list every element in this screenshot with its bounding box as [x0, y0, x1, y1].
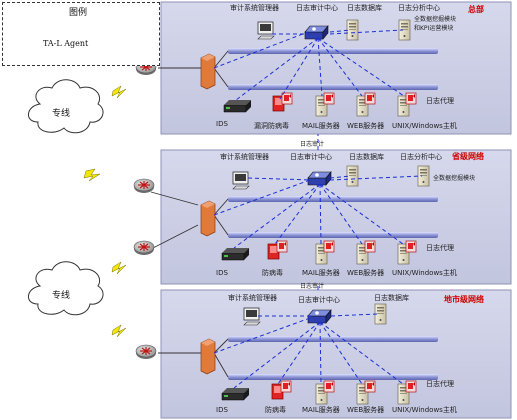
agent-icon: [323, 380, 335, 393]
cloud-label: 专线: [52, 291, 71, 301]
workstation-icon: [243, 307, 261, 326]
agent-icon: [405, 92, 417, 105]
node-label: 日志数据库: [349, 153, 384, 161]
site-label: 总部: [468, 5, 484, 14]
bus-lower: [228, 374, 438, 380]
agent-icon: [405, 240, 417, 253]
database-server-icon: [346, 165, 359, 187]
cloud-label: 专线: [52, 109, 71, 119]
agent-icon: [364, 240, 376, 253]
agent-icon: [280, 380, 292, 393]
ids-icon: [221, 247, 250, 261]
wan-lightning-icon: [111, 261, 127, 275]
legend-agent-label: TA-L Agent: [43, 39, 89, 48]
ids-icon: [221, 387, 250, 401]
node-label: 审计系统管理器: [228, 294, 277, 302]
node-label: UNIX/Windows主机: [392, 406, 457, 414]
cloud-icon: [28, 261, 104, 316]
node-label: 日志数据库: [347, 4, 382, 12]
agent-icon: [364, 380, 376, 393]
node-label: 日志分析中心: [400, 153, 442, 161]
legend-title: 图例: [69, 8, 88, 18]
audit-center-icon: [307, 309, 332, 324]
bus-upper: [228, 336, 438, 342]
firewall-icon: [200, 200, 216, 237]
module-label: 和KPI运营模块: [414, 25, 454, 32]
lightning-links: [83, 85, 127, 338]
node-label: 日志分析中心: [398, 4, 440, 12]
log-flow-links: [213, 29, 423, 389]
node-label: UNIX/Windows主机: [392, 122, 457, 130]
module-label: 全数据挖掘模块: [433, 175, 476, 182]
node-label: 日志数据库: [374, 294, 409, 302]
cloud-icon: [28, 79, 104, 134]
module-label: 全数据挖掘模块: [414, 16, 457, 23]
node-label: 日志审计中心: [298, 296, 340, 304]
wan-lightning-icon: [83, 168, 101, 182]
node-label: WEB服务器: [347, 122, 385, 130]
bus-lower: [228, 84, 438, 90]
panel-city: [160, 289, 512, 419]
agent-icon: [364, 92, 376, 105]
node-label: 漏洞防病毒: [254, 122, 289, 130]
link-label: 日志审计: [300, 283, 325, 290]
bus-upper: [228, 196, 438, 202]
workstation-icon: [257, 21, 275, 40]
agent-icon: [276, 240, 288, 253]
workstation-icon: [232, 171, 250, 190]
wan-lightning-icon: [111, 85, 127, 99]
agent-label: 日志代理: [426, 97, 454, 105]
firewall-icon: [200, 338, 216, 375]
bus-lower: [228, 232, 438, 238]
legend-box: 图例 TA-L Agent: [2, 2, 160, 66]
node-label: IDS: [216, 406, 228, 414]
site-label: 地市级网络: [444, 295, 484, 304]
node-label: WEB服务器: [347, 269, 385, 277]
agent-icon: [281, 92, 293, 105]
cloud-2: [28, 261, 104, 316]
ids-icon: [223, 99, 252, 113]
node-label: MAIL服务器: [302, 406, 340, 414]
firewall-icon: [200, 53, 216, 90]
node-label: 防病毒: [265, 406, 286, 414]
node-label: 日志审计中心: [290, 153, 332, 161]
cloud-1: [28, 79, 104, 134]
agent-icon: [323, 92, 335, 105]
node-label: 防病毒: [262, 269, 283, 277]
node-label: UNIX/Windows主机: [392, 269, 457, 277]
link-label: 日志审计: [300, 141, 325, 148]
router-icon: [135, 344, 157, 360]
node-label: MAIL服务器: [302, 269, 340, 277]
database-server-icon: [346, 19, 359, 41]
bus-upper: [228, 48, 438, 54]
node-label: MAIL服务器: [302, 122, 340, 130]
node-label: 日志审计中心: [296, 4, 338, 12]
node-label: 审计系统管理器: [220, 153, 269, 161]
audit-center-icon: [304, 25, 329, 40]
analysis-server-icon: [417, 165, 430, 187]
agent-label: 日志代理: [426, 244, 454, 252]
agent-label: 日志代理: [426, 380, 454, 388]
wan-links: [150, 50, 229, 378]
router-icon: [133, 240, 155, 256]
agent-icon: [405, 380, 417, 393]
node-label: IDS: [216, 120, 228, 128]
panel-province: [160, 149, 512, 285]
node-label: WEB服务器: [347, 406, 385, 414]
node-label: 审计系统管理器: [230, 4, 279, 12]
audit-center-icon: [307, 171, 332, 186]
site-label: 省级网络: [452, 152, 484, 161]
node-label: IDS: [216, 269, 228, 277]
router-icon: [133, 178, 155, 194]
wan-lightning-icon: [111, 324, 127, 338]
panel-hq: [160, 1, 512, 135]
agent-icon: [323, 240, 335, 253]
